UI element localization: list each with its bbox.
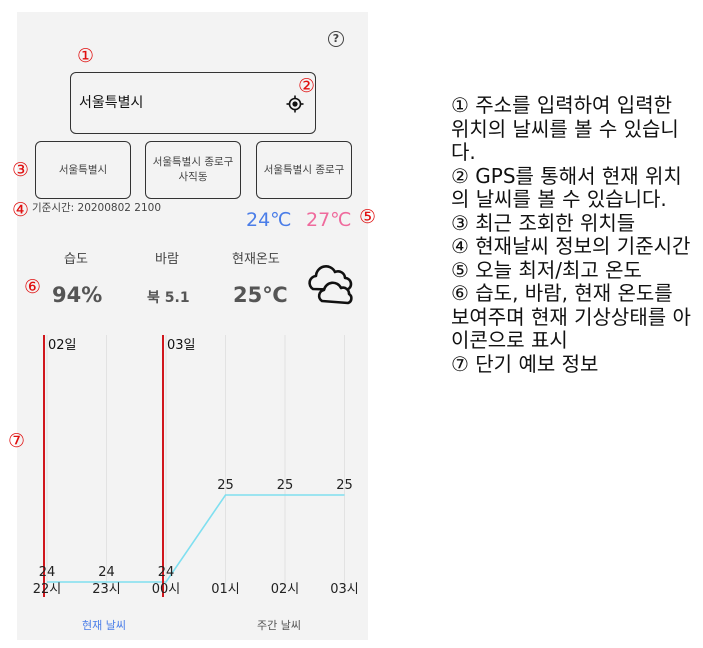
marker-4: ④: [12, 199, 30, 221]
marker-2: ②: [298, 75, 316, 97]
data-label: 24: [39, 565, 56, 580]
marker-5: ⑤: [359, 206, 377, 228]
recent-location-label: 서울특별시: [58, 163, 108, 176]
note-3: ③ 최근 조회한 위치들: [451, 210, 636, 235]
wind-value: 북 5.1: [147, 290, 190, 306]
note-2: ② GPS를 통해서 현재 위치의 날씨를 볼 수 있습니다.: [451, 163, 682, 211]
marker-3: ③: [12, 159, 30, 181]
recent-location-label: 서울특별시 종로구: [263, 163, 345, 176]
recent-location-label: 서울특별시 종로구: [152, 156, 234, 168]
x-tick-label: 23시: [92, 582, 121, 597]
day-label: 02일: [48, 338, 77, 353]
data-label: 25: [336, 478, 353, 493]
note-6: ⑥ 습도, 바람, 현재 온도를 보여주며 현재 기상상태를 아이콘으로 표시: [451, 281, 691, 352]
base-time: 기준시간: 20200802 2100: [32, 202, 162, 214]
current-temp-value: 25℃: [233, 283, 288, 307]
data-label: 24: [158, 565, 175, 580]
temp-max: 27℃: [306, 209, 352, 231]
data-label: 25: [217, 478, 234, 493]
temp-min: 24℃: [246, 209, 292, 231]
series-line: [47, 494, 345, 583]
marker-6: ⑥: [24, 276, 42, 298]
humidity-value: 94%: [52, 283, 103, 307]
x-tick-label: 01시: [211, 582, 240, 597]
x-tick-label: 00시: [152, 582, 181, 597]
data-label: 24: [98, 565, 115, 580]
note-1: ① 주소를 입력하여 입력한 위치의 날씨를 볼 수 있습니다.: [451, 93, 679, 164]
x-tick-label: 02시: [271, 582, 300, 597]
data-label: 25: [277, 478, 294, 493]
cloudy-icon: [308, 265, 353, 305]
day-label: 03일: [167, 338, 196, 353]
note-5: ⑤ 오늘 최저/최고 온도: [451, 257, 642, 282]
tab-current-weather[interactable]: 현재 날씨: [82, 619, 126, 632]
x-tick-label: 03시: [330, 582, 359, 597]
marker-7: ⑦: [8, 430, 26, 452]
recent-location-label: 사직동: [178, 171, 208, 183]
tab-weekly-weather[interactable]: 주간 날씨: [257, 619, 301, 632]
gps-icon[interactable]: [286, 95, 304, 113]
help-icon[interactable]: ?: [328, 31, 344, 47]
marker-1: ①: [77, 45, 95, 67]
annotation-notes: ① 주소를 입력하여 입력한 위치의 날씨를 볼 수 있습니다. ② GPS를 …: [451, 93, 696, 376]
recent-location-3[interactable]: 서울특별시 종로구: [256, 141, 352, 199]
forecast-chart: 02일 03일 24 24 24 25 25 25 22시 23시 00시 01시 02시 03시: [33, 335, 359, 597]
wind-label: 바람: [155, 252, 179, 267]
x-tick-label: 22시: [33, 582, 62, 597]
recent-location-1[interactable]: 서울특별시: [35, 141, 131, 199]
note-7: ⑦ 단기 예보 정보: [451, 351, 599, 376]
app-screen: ? 서울특별시 서울특별시 서울특별시 종로구 사직동 서울특별시 종로구 기준…: [17, 12, 368, 640]
humidity-label: 습도: [64, 252, 88, 267]
recent-location-2[interactable]: 서울특별시 종로구 사직동: [145, 141, 241, 199]
current-temp-label: 현재온도: [232, 252, 280, 267]
address-input[interactable]: 서울특별시: [70, 72, 316, 134]
note-4: ④ 현재날씨 정보의 기준시간: [451, 234, 691, 258]
address-value: 서울특별시: [79, 95, 144, 111]
